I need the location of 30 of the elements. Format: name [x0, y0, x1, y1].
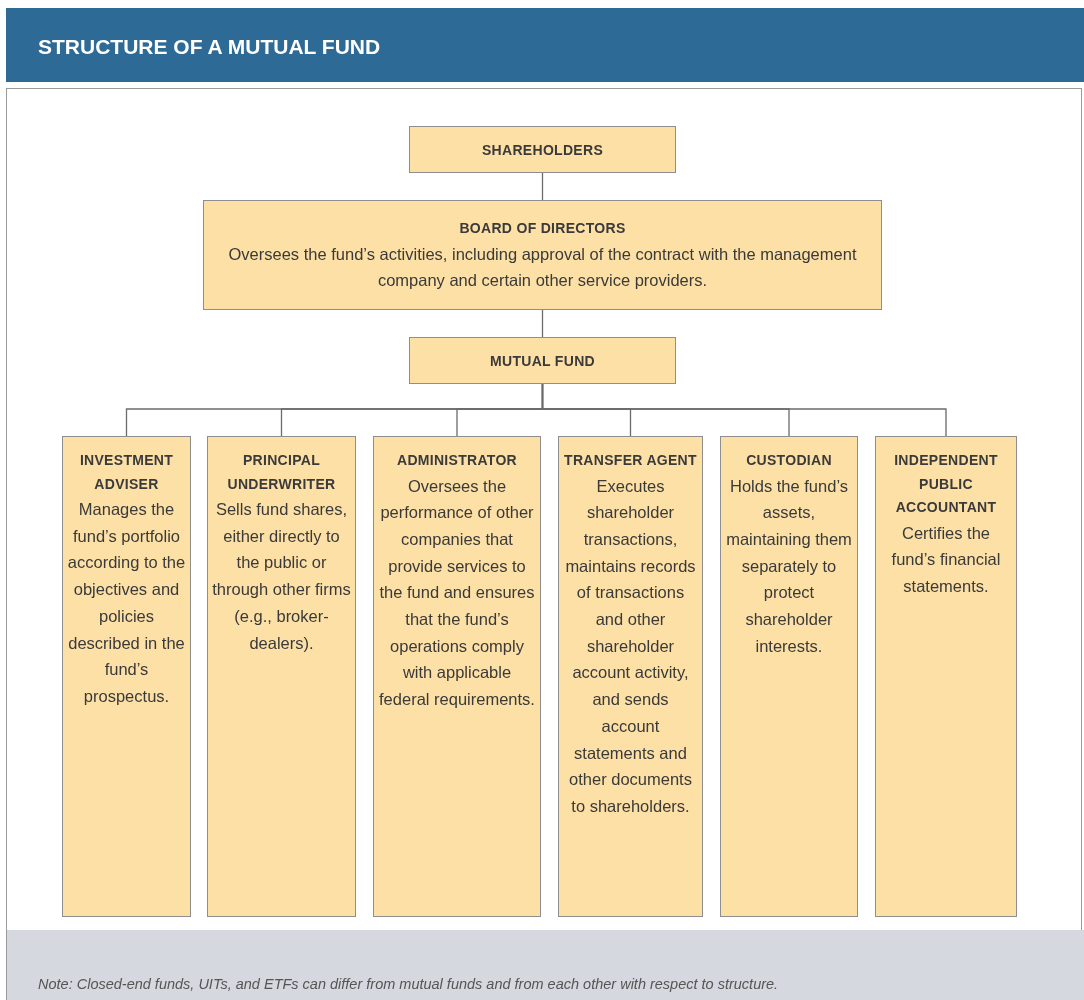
role-box: [207, 436, 356, 917]
box-description: Executes shareholder transactions, maintains records of transactions and other shareholder account activity, and sends account statements and other documents to shareholders.: [564, 475, 697, 817]
box-description: Holds the fund’s assets, maintaining them separately to protect shareholder interests.: [725, 475, 853, 657]
connector-line: [541, 309, 544, 338]
entity-box: [409, 337, 676, 384]
role-box: [720, 436, 858, 917]
box-description: Manages the fund’s portfolio according to the objectives and policies described in the fund’s prospectus.: [67, 499, 186, 707]
role-box: [373, 436, 541, 917]
role-box: [203, 200, 882, 310]
entity-box: [409, 126, 676, 173]
box-heading: CUSTODIAN: [745, 451, 833, 470]
box-heading: TRANSFER AGENT: [563, 451, 698, 470]
box-heading: BOARD OF DIRECTORS: [458, 219, 627, 238]
title: STRUCTURE OF A MUTUAL FUND: [38, 34, 381, 60]
box-heading: MUTUAL FUND: [489, 352, 596, 371]
role-box: [558, 436, 703, 917]
box-heading: INDEPENDENT PUBLIC ACCOUNTANT: [893, 451, 999, 517]
box-heading: ADMINISTRATOR: [395, 451, 518, 470]
box-description: Sells fund shares, either directly to the public or through other firms (e.g., broker-dealers).: [212, 499, 351, 654]
role-box: [62, 436, 191, 917]
role-box: [875, 436, 1017, 917]
box-description: Certifies the fund’s financial statements.: [890, 522, 1002, 597]
box-heading: PRINCIPAL UNDERWRITER: [226, 451, 337, 494]
box-heading: INVESTMENT ADVISER: [78, 451, 175, 494]
connector-line: [541, 172, 544, 201]
note-text: Note: Closed-end funds, UITs, and ETFs can differ from mutual funds and from each other with respect to structure.: [38, 975, 779, 993]
box-heading: SHAREHOLDERS: [480, 141, 605, 160]
box-description: Oversees the fund’s activities, including approval of the contract with the management company and certain other service providers.: [227, 243, 858, 292]
box-description: Oversees the performance of other companies that provide services to the fund and ensures that the fund’s operations comply with applicable federal requirements.: [378, 475, 536, 711]
connector-line: [541, 383, 947, 437]
